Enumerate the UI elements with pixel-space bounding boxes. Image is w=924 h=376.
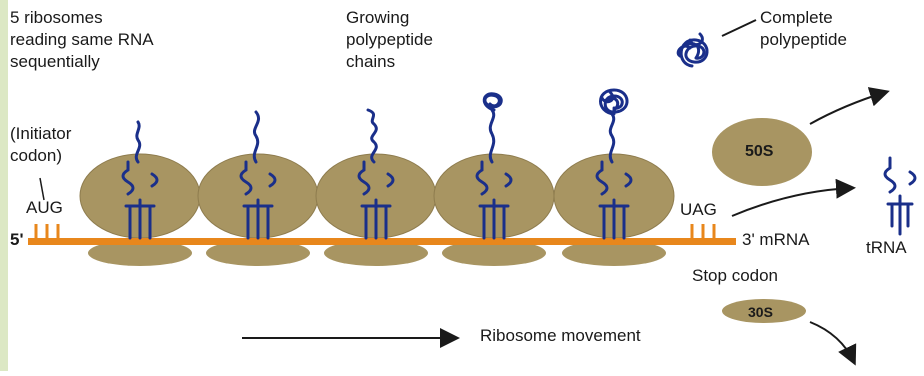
50s-label: 50S — [745, 142, 773, 162]
start-codon-label: AUG — [26, 198, 63, 218]
stop-codon-label: Stop codon — [692, 266, 778, 286]
ribosomes-label-line3: sequentially — [10, 52, 100, 72]
arrow-50s-release — [810, 92, 886, 124]
five-prime-label: 5' — [10, 230, 24, 250]
trna-label: tRNA — [866, 238, 907, 258]
stop-codon-seq-label: UAG — [680, 200, 717, 220]
30s-label: 30S — [748, 302, 773, 322]
complete-polypeptide-icon — [678, 34, 707, 66]
growing-label-line3: chains — [346, 52, 395, 72]
three-prime-mrna-label: 3' mRNA — [742, 230, 809, 250]
ribosomes-label-line2: reading same RNA — [10, 30, 154, 50]
complete-label-line2: polypeptide — [760, 30, 847, 50]
arrow-30s-release — [810, 322, 854, 362]
ribosomes-label-line1: 5 ribosomes — [10, 8, 103, 28]
initiator-label-line2: codon) — [10, 146, 62, 166]
left-sidebar-strip — [0, 0, 8, 371]
growing-label-line1: Growing — [346, 8, 409, 28]
growing-label-line2: polypeptide — [346, 30, 433, 50]
complete-pointer — [722, 20, 756, 36]
initiator-label-line1: (Initiator — [10, 124, 71, 144]
arrow-trna-release — [732, 188, 852, 216]
aug-pointer — [40, 178, 44, 200]
released-trna-icon — [885, 158, 915, 234]
ribosome-movement-label: Ribosome movement — [480, 326, 641, 346]
complete-label-line1: Complete — [760, 8, 833, 28]
